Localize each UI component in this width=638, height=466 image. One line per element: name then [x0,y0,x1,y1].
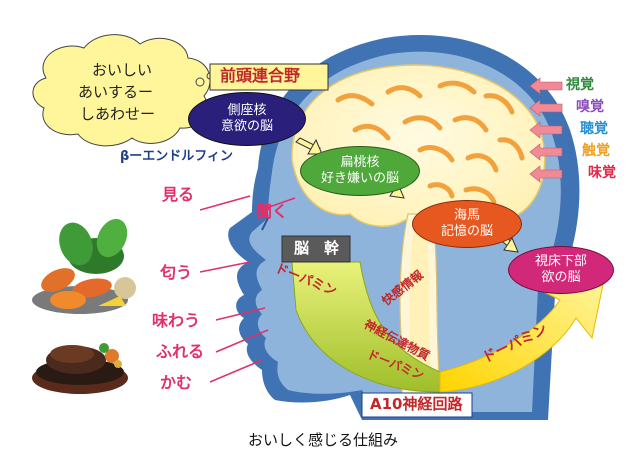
action-hear: 聞く [256,202,289,221]
hippocampus-role: 記憶の脳 [440,224,493,239]
hypothalamus-oval: 視床下部 欲の脳 [508,246,614,294]
a10-box [361,392,473,418]
hippocampus-oval: 海馬 記憶の脳 [412,200,522,248]
action-chew: かむ [160,373,193,392]
endorphin-label: βーエンドルフィン [120,149,234,164]
hippocampus-name: 海馬 [453,207,480,223]
sense-sight: 視覚 [566,77,594,93]
steak-illustration [32,343,128,394]
frontal-box [209,63,329,91]
sense-hearing: 聴覚 [580,121,608,137]
sense-arrows [529,77,563,183]
action-smell: 匂う [160,263,193,282]
lateral-nucleus-name: 側座核 [227,102,267,118]
thought-dot [195,77,205,87]
amygdala-role: 好き嫌いの脳 [320,171,399,186]
action-taste: 味わう [152,311,201,330]
caption: おいしく感じる仕組み [248,431,399,449]
sense-touch: 触覚 [582,143,610,159]
hypothalamus-name: 視床下部 [534,253,587,269]
lateral-nucleus-oval: 側座核 意欲の脳 [188,92,306,146]
vegetables-illustration [32,218,136,314]
amygdala-name: 扁桃核 [340,154,380,170]
action-touch: ふれる [156,342,205,361]
arrow-right-ascending [439,269,607,393]
hypothalamus-role: 欲の脳 [541,270,581,285]
head-outline-line [261,217,269,231]
sense-smell: 嗅覚 [576,99,604,115]
action-arrows [199,195,296,383]
brainstem-box [281,235,351,263]
thought-line-2: あいするー [78,83,154,101]
thought-line-3: しあわせー [80,105,156,123]
frontal-label: 前頭連合野 [220,66,301,85]
thought-line-1: おいしい [92,61,153,79]
a10-label: A10神経回路 [370,395,463,413]
lateral-nucleus-role: 意欲の脳 [220,119,273,134]
sense-taste: 味覚 [588,165,616,181]
action-see: 見る [162,185,195,204]
brainstem-label: 脳 幹 [294,239,340,257]
amygdala-oval: 扁桃核 好き嫌いの脳 [300,146,420,196]
